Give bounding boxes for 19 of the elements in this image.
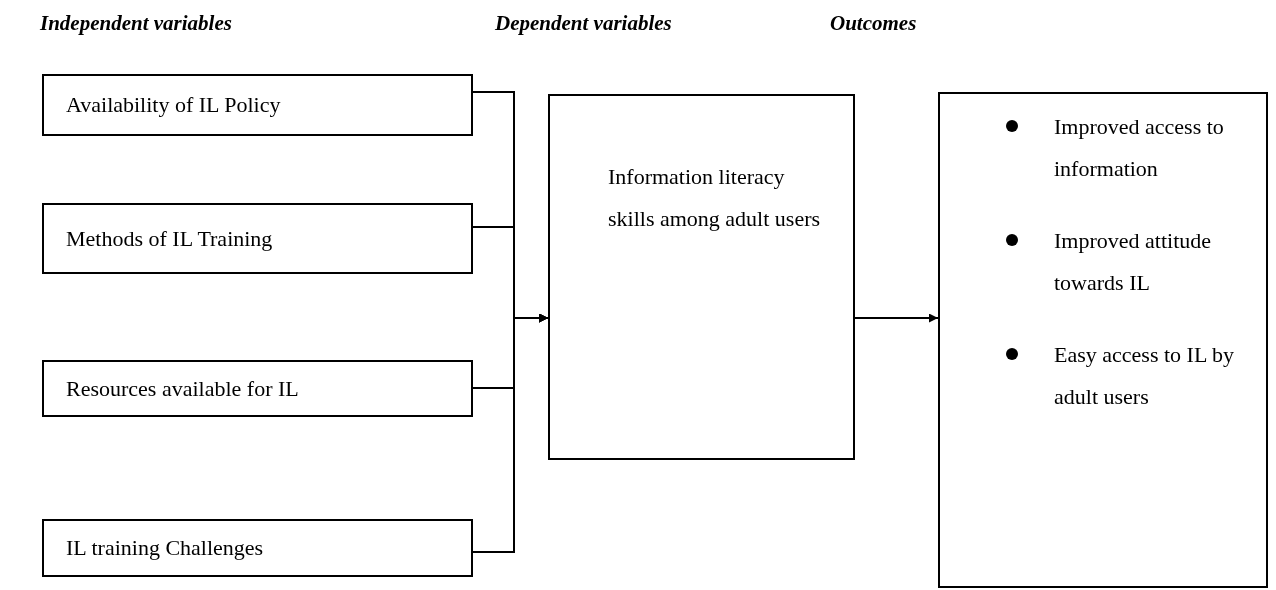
variable-box bbox=[42, 203, 473, 274]
node-text: Availability of IL Policy bbox=[66, 91, 281, 119]
column-heading: Outcomes bbox=[830, 10, 917, 37]
node-text: Resources available for IL bbox=[66, 374, 299, 403]
column-heading: Dependent variables bbox=[495, 10, 672, 37]
outcome-text: Improved attitude towards IL bbox=[1054, 227, 1212, 297]
outcomes-box bbox=[938, 92, 1268, 588]
variable-box bbox=[42, 360, 473, 417]
node-text: Information literacy skills among adult users bbox=[608, 163, 822, 233]
variable-box bbox=[42, 519, 473, 577]
column-heading: Independent variables bbox=[40, 10, 232, 37]
arrow bbox=[854, 313, 939, 323]
outcome-text: Improved access to information bbox=[1054, 113, 1225, 183]
outcome-text: Easy access to IL by adult users bbox=[1054, 341, 1235, 411]
process-box bbox=[548, 94, 855, 460]
arrow bbox=[472, 313, 549, 553]
node-text: Methods of IL Training bbox=[66, 224, 273, 253]
variable-box bbox=[42, 74, 473, 136]
node-text: IL training Challenges bbox=[66, 534, 264, 562]
